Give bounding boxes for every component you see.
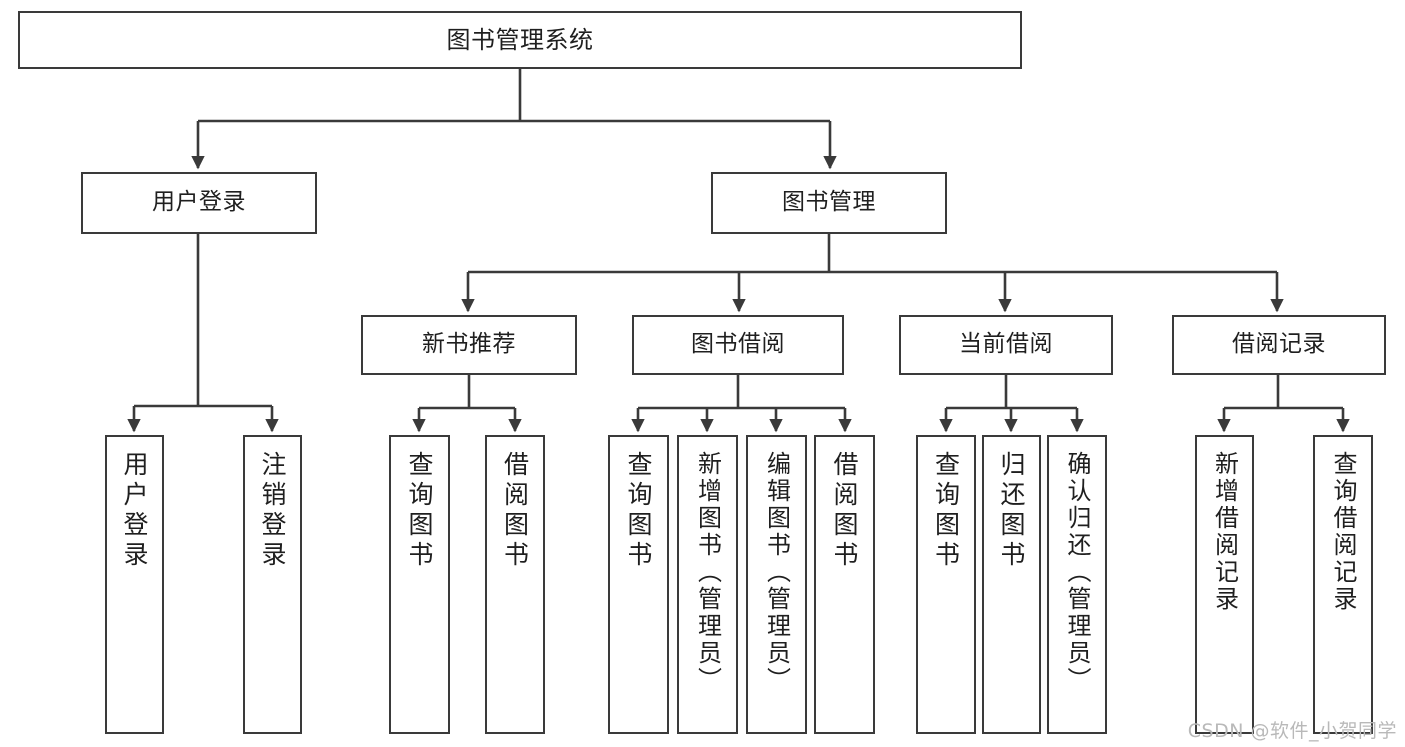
node-leaf-query-book-b-label: 查询图书 — [624, 451, 653, 571]
node-leaf-query-book-rec[interactable]: 查询图书 — [389, 435, 450, 734]
node-leaf-query-book-c[interactable]: 查询图书 — [916, 435, 976, 734]
node-book-manage[interactable]: 图书管理 — [711, 172, 947, 234]
node-leaf-add-record[interactable]: 新增借阅记录 — [1195, 435, 1254, 734]
node-user-login[interactable]: 用户登录 — [81, 172, 317, 234]
node-leaf-query-book-c-label: 查询图书 — [931, 451, 961, 571]
node-leaf-borrow-book-rec-label: 借阅图书 — [500, 451, 530, 571]
node-leaf-user-login-label: 用户登录 — [120, 451, 149, 571]
node-root-label: 图书管理系统 — [446, 25, 594, 54]
node-new-book-rec-label: 新书推荐 — [422, 331, 516, 358]
node-leaf-add-book[interactable]: 新增图书（管理员） — [677, 435, 738, 734]
node-leaf-add-record-label: 新增借阅记录 — [1210, 451, 1239, 613]
node-leaf-query-record-label: 查询借阅记录 — [1329, 451, 1357, 613]
node-leaf-query-book-b[interactable]: 查询图书 — [608, 435, 669, 734]
node-current-borrow[interactable]: 当前借阅 — [899, 315, 1113, 375]
node-leaf-logout[interactable]: 注销登录 — [243, 435, 302, 734]
node-leaf-edit-book-label: 编辑图书（管理员） — [762, 451, 791, 694]
node-book-borrow-label: 图书借阅 — [691, 331, 785, 358]
node-leaf-confirm-return-label: 确认归还（管理员） — [1063, 451, 1091, 694]
node-root[interactable]: 图书管理系统 — [18, 11, 1022, 69]
node-leaf-borrow-book-b[interactable]: 借阅图书 — [814, 435, 875, 734]
node-leaf-edit-book[interactable]: 编辑图书（管理员） — [746, 435, 807, 734]
node-book-manage-label: 图书管理 — [782, 189, 876, 216]
node-current-borrow-label: 当前借阅 — [959, 331, 1053, 358]
node-new-book-rec[interactable]: 新书推荐 — [361, 315, 577, 375]
node-leaf-user-login[interactable]: 用户登录 — [105, 435, 164, 734]
node-leaf-logout-label: 注销登录 — [258, 451, 287, 571]
node-book-borrow[interactable]: 图书借阅 — [632, 315, 844, 375]
node-borrow-record-label: 借阅记录 — [1232, 331, 1326, 358]
node-leaf-return-book[interactable]: 归还图书 — [982, 435, 1041, 734]
node-leaf-confirm-return[interactable]: 确认归还（管理员） — [1047, 435, 1107, 734]
node-borrow-record[interactable]: 借阅记录 — [1172, 315, 1386, 375]
node-leaf-add-book-label: 新增图书（管理员） — [693, 451, 722, 694]
node-leaf-query-record[interactable]: 查询借阅记录 — [1313, 435, 1373, 734]
watermark: CSDN @软件_小贺同学 — [1187, 720, 1397, 742]
node-leaf-return-book-label: 归还图书 — [997, 451, 1026, 571]
node-leaf-query-book-rec-label: 查询图书 — [405, 451, 434, 571]
node-user-login-label: 用户登录 — [152, 189, 246, 216]
node-leaf-borrow-book-rec[interactable]: 借阅图书 — [485, 435, 545, 734]
node-leaf-borrow-book-b-label: 借阅图书 — [830, 451, 859, 571]
